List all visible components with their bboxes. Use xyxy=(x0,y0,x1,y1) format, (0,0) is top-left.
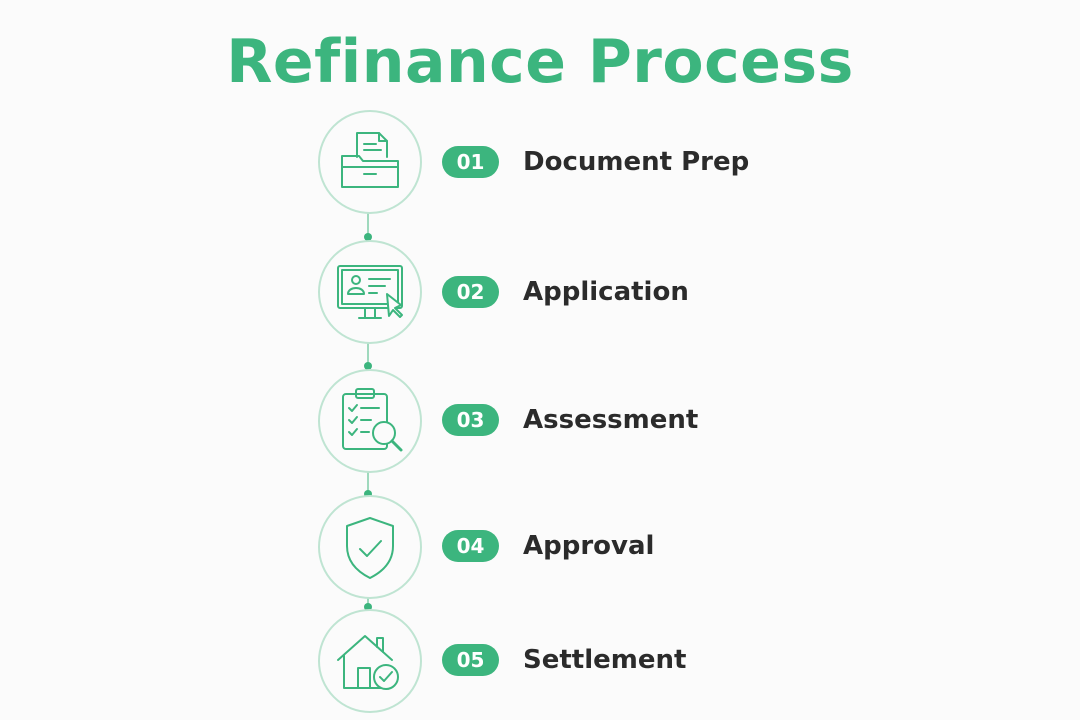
step-3-number-badge: 03 xyxy=(442,404,499,436)
step-1-number-badge: 01 xyxy=(442,146,499,178)
shield-check-icon xyxy=(346,517,394,579)
step-4-icon-circle xyxy=(318,495,422,599)
step-3-icon-circle xyxy=(318,369,422,473)
connector-dot-2-3 xyxy=(364,362,372,370)
step-2-label: Application xyxy=(523,277,689,307)
step-3-label: Assessment xyxy=(523,405,699,435)
connector-dot-3-4 xyxy=(364,490,372,498)
step-4-number-badge: 04 xyxy=(442,530,499,562)
computer-form-icon xyxy=(337,265,403,319)
step-1-icon-circle xyxy=(318,110,422,214)
connector-dot-4-5 xyxy=(364,603,372,611)
step-2-number-badge: 02 xyxy=(442,276,499,308)
connector-dot-1-2 xyxy=(364,233,372,241)
diagram-title: Refinance Process xyxy=(226,27,854,97)
connector-2-3 xyxy=(367,342,369,368)
clipboard-magnifier-icon xyxy=(342,388,403,452)
step-1-label: Document Prep xyxy=(523,147,750,177)
house-check-icon xyxy=(337,635,399,690)
step-5-icon-circle xyxy=(318,609,422,713)
step-2-icon-circle xyxy=(318,240,422,344)
connector-1-2 xyxy=(367,212,369,240)
step-5-number-badge: 05 xyxy=(442,644,499,676)
step-4-label: Approval xyxy=(523,531,655,561)
step-5-label: Settlement xyxy=(523,645,687,675)
connector-3-4 xyxy=(367,472,369,496)
folder-document-icon xyxy=(341,132,399,188)
